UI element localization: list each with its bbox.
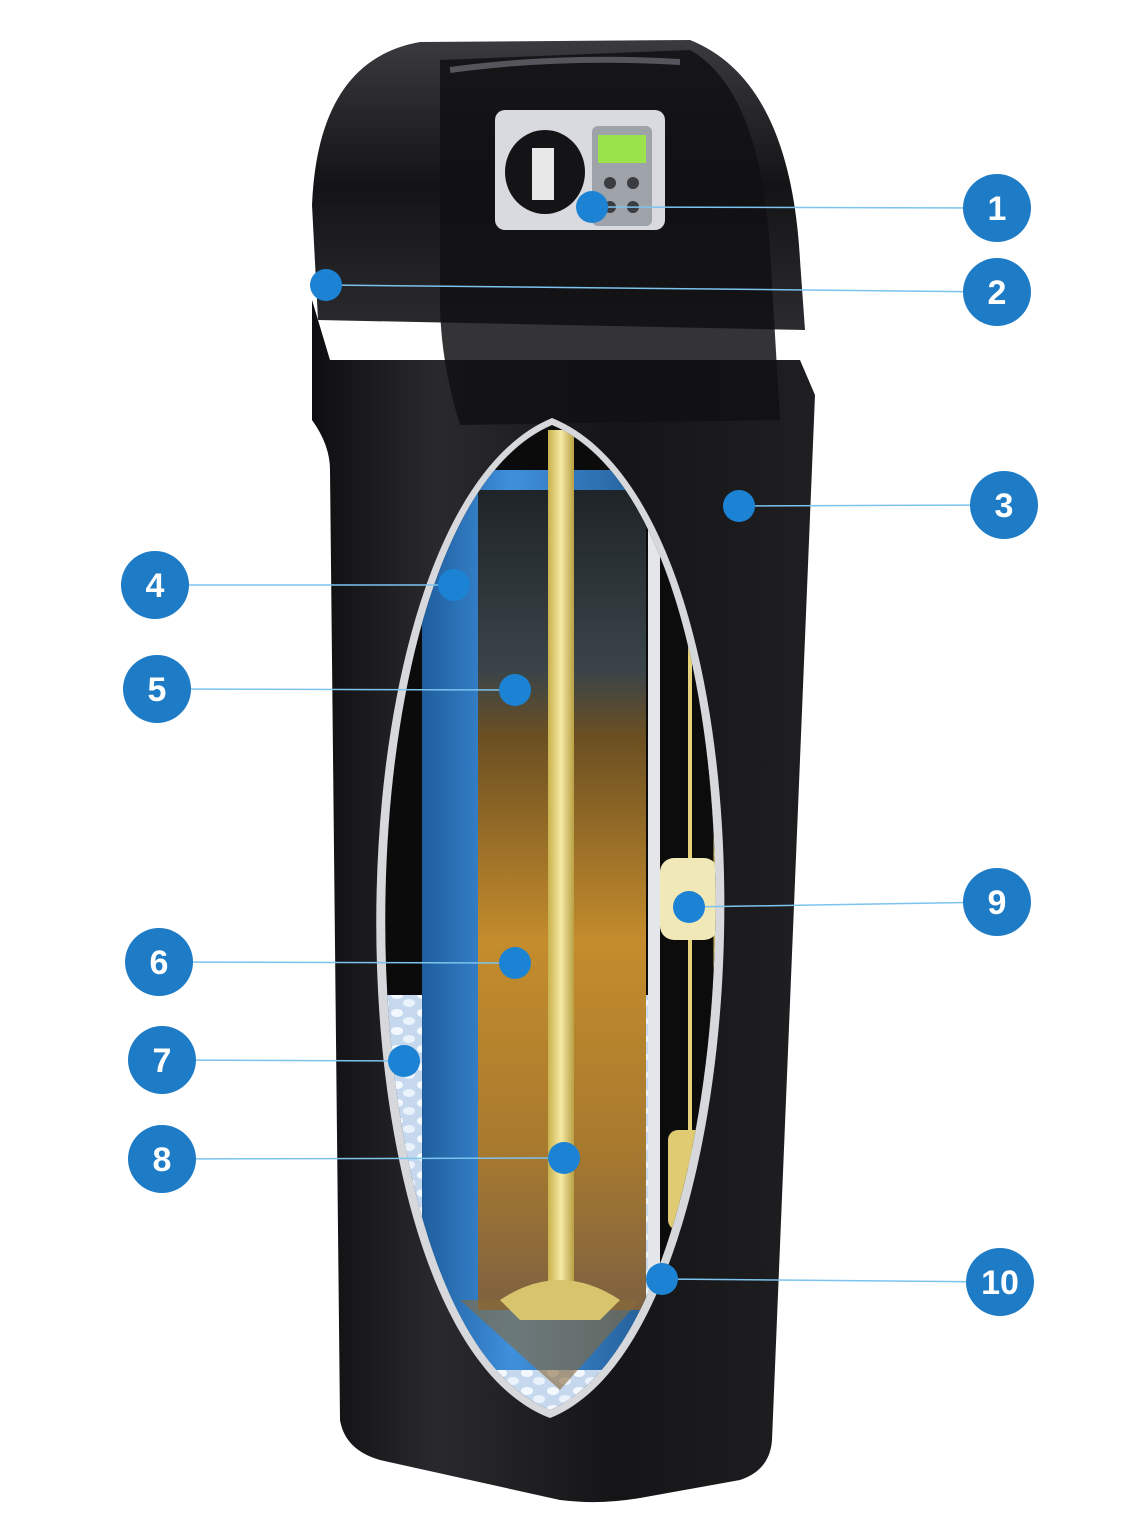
marker-dot-3 [723, 490, 755, 522]
callout-number-10: 10 [981, 1264, 1019, 1302]
lid-highlight [449, 56, 681, 73]
callout-number-4: 4 [146, 567, 165, 605]
leader-line-10 [661, 1278, 1001, 1283]
callout-badge-3 [970, 471, 1038, 539]
marker-dot-5 [499, 674, 531, 706]
callout-number-2: 2 [988, 274, 1007, 312]
leader-line-7 [161, 1059, 405, 1062]
leader-line-2 [325, 284, 998, 293]
leader-line-3 [738, 504, 1005, 507]
leader-line-1 [591, 206, 998, 209]
callout-badge-8 [128, 1125, 196, 1193]
marker-dot-6 [499, 947, 531, 979]
top-cover [440, 50, 780, 425]
marker-dot-10 [646, 1263, 678, 1295]
leader-line-9 [688, 901, 998, 908]
leader-line-6 [158, 961, 516, 964]
callout-10: 10 [646, 1248, 1034, 1316]
keypad-button-1 [604, 177, 616, 189]
callout-badge-1 [963, 174, 1031, 242]
callout-1: 1 [576, 174, 1031, 242]
keypad-button-2 [627, 177, 639, 189]
control-valve [495, 110, 665, 230]
marker-dot-4 [438, 569, 470, 601]
callout-number-7: 7 [153, 1042, 172, 1080]
marker-dot-8 [548, 1142, 580, 1174]
callout-6: 6 [125, 928, 531, 996]
cutaway [376, 418, 725, 1418]
callout-badge-4 [121, 551, 189, 619]
marker-dot-2 [310, 269, 342, 301]
callout-7: 7 [128, 1026, 420, 1094]
callout-3: 3 [723, 471, 1038, 539]
callout-badge-5 [123, 655, 191, 723]
tank-bottom [460, 1300, 640, 1390]
callout-layer: 1 2 3 4 5 6 7 8 9 10 [121, 174, 1038, 1316]
lcd-screen [598, 135, 646, 163]
callout-badge-6 [125, 928, 193, 996]
riser-tube [548, 430, 574, 1310]
marker-dot-7 [388, 1045, 420, 1077]
callout-badge-10 [966, 1248, 1034, 1316]
callout-number-6: 6 [150, 944, 169, 982]
callout-5: 5 [123, 655, 531, 723]
callout-8: 8 [128, 1125, 580, 1193]
callout-badge-2 [963, 258, 1031, 326]
distributor [500, 1280, 620, 1320]
callout-9: 9 [673, 868, 1031, 936]
callout-number-9: 9 [988, 884, 1007, 922]
leader-line-8 [161, 1157, 565, 1160]
callout-number-5: 5 [148, 671, 167, 709]
callout-number-8: 8 [153, 1141, 172, 1179]
callout-badge-9 [963, 868, 1031, 936]
callout-number-3: 3 [995, 487, 1014, 525]
callout-4: 4 [121, 551, 470, 619]
callout-number-1: 1 [988, 190, 1007, 228]
callout-2: 2 [310, 258, 1031, 326]
valve-dial-window [532, 148, 554, 200]
marker-dot-1 [576, 191, 608, 223]
marker-dot-9 [673, 891, 705, 923]
leader-line-5 [156, 688, 516, 691]
callout-badge-7 [128, 1026, 196, 1094]
